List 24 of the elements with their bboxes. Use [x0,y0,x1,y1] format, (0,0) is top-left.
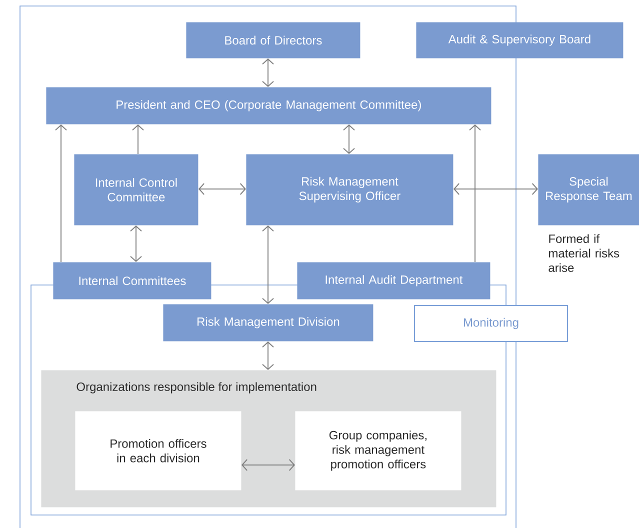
unit-box: Risk Management Division [163,304,374,342]
arrow [55,124,67,262]
unit-box: President and CEO (Corporate Management Committee) [46,87,492,124]
arrow [262,341,274,370]
arrow [198,183,246,195]
arrow [469,124,481,262]
unit-box: Internal Audit Department [297,262,490,300]
arrow [241,459,295,471]
unit-box: Risk Management Supervising Officer [246,154,454,226]
arrow [453,183,538,195]
unit-box: Promotion officers in each division [75,411,242,490]
arrow [262,58,274,87]
unit-box: Group companies, risk management promotion officers [295,411,462,490]
arrow [262,225,274,304]
unit-box: Board of Directors [186,22,360,58]
unit-box: Internal Committees [53,262,212,300]
unit-box: Internal Control Committee [74,154,198,226]
arrow [130,225,142,262]
unit-box: Audit & Supervisory Board [416,22,624,58]
arrow [132,124,144,154]
tag-box: Monitoring [414,305,568,342]
arrow [343,124,355,154]
unit-box: Special Response Team [538,154,639,226]
note-text: Formed if material risks arise [548,234,620,272]
